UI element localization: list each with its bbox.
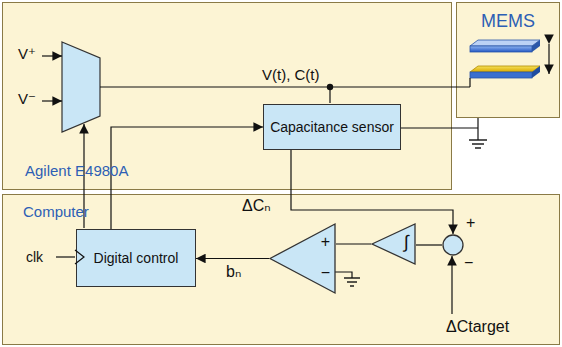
pin-name: V⁻ (18, 90, 36, 108)
ground-symbol (469, 140, 487, 148)
box-label: Capacitance sensor (270, 119, 394, 135)
signal-name: ΔCₙ (242, 196, 271, 215)
output-wire (469, 78, 470, 87)
process-box: Capacitance sensor (263, 104, 401, 150)
panel-title: Computer (23, 203, 89, 220)
output-wire (100, 86, 470, 87)
symbol-sign: + (321, 233, 330, 251)
process-box: Digital control (76, 229, 196, 287)
symbol-sign: ∫ (404, 232, 409, 253)
signal-name: bₙ (226, 262, 241, 281)
comparator-symbol: +− (269, 223, 336, 294)
summing-junction-outline (442, 234, 464, 256)
symbol-sign: − (321, 264, 330, 282)
pin-name: V⁺ (18, 45, 36, 63)
mems-panel: MEMS (456, 2, 560, 118)
summing-junction: +− (442, 234, 464, 256)
ground-wire (398, 127, 478, 128)
signal-connector (336, 243, 371, 244)
signal-name: V(t), C(t) (262, 66, 320, 83)
box-label: Digital control (94, 250, 179, 266)
multiplexer (62, 42, 100, 132)
signal-name: clk (26, 249, 43, 265)
integrator-symbol: ∫ (371, 223, 416, 265)
clk-wire (56, 256, 75, 257)
vminus-wire (42, 100, 62, 101)
panel-title: MEMS (457, 11, 559, 32)
symbol-sign: − (464, 254, 473, 272)
signal-connector (196, 258, 269, 259)
target-wire (451, 256, 452, 314)
panel-title: Agilent E4980A (25, 162, 128, 179)
signal-connector (416, 244, 442, 245)
vplus-wire (42, 55, 62, 56)
sense-wire (329, 87, 330, 103)
symbol-sign: + (466, 214, 475, 232)
ground-wire (477, 118, 478, 140)
integrator-symbol-outline (371, 223, 416, 265)
signal-name: ΔCtarget (446, 318, 509, 336)
